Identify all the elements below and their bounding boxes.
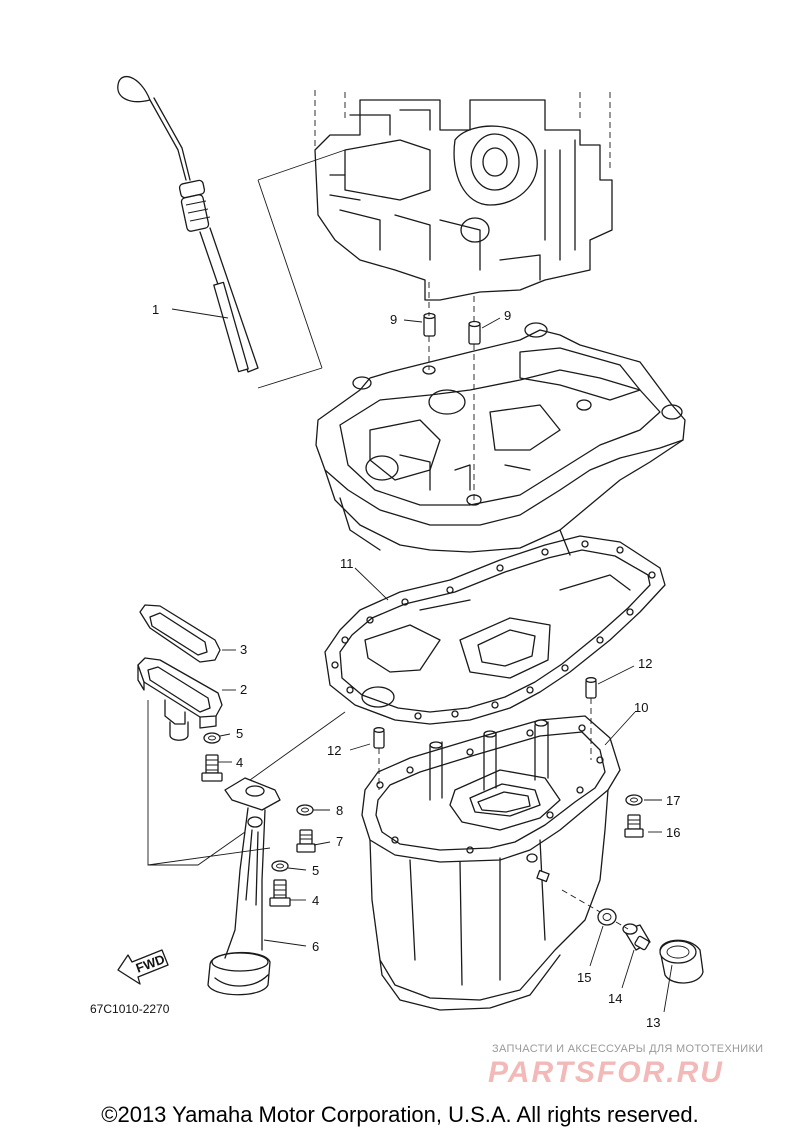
callout-16: 16 [666,825,680,840]
callout-6: 6 [312,939,319,954]
oil-strainer [207,777,281,996]
watermark-tagline: ЗАПЧАСТИ И АКСЕССУАРЫ ДЛЯ МОТОТЕХНИКИ [492,1043,764,1055]
oil-pan [361,715,621,1011]
oil-pan-gasket [324,535,666,725]
callout-9a: 9 [390,312,397,327]
callout-14: 14 [608,991,622,1006]
callout-5b: 5 [312,863,319,878]
callout-8: 8 [336,803,343,818]
strainer-reference [249,711,346,781]
callout-15: 15 [577,970,591,985]
dowel-pins [423,282,481,500]
dipstick [117,75,259,373]
callout-13: 13 [646,1015,660,1030]
callout-7: 7 [336,834,343,849]
reference-lines [257,149,346,389]
callout-12b: 12 [327,743,341,758]
callout-1: 1 [152,302,159,317]
diagram-part-code: 67C1010-2270 [90,1002,170,1016]
copyright-notice: ©2013 Yamaha Motor Corporation, U.S.A. A… [101,1102,699,1127]
callout-9b: 9 [504,308,511,323]
assembly-reference [147,700,271,866]
drain-parts [561,889,704,984]
callout-2: 2 [240,682,247,697]
callout-11: 11 [340,556,354,571]
callouts: 1 2 3 4 4 5 5 6 7 8 9 9 10 11 12 12 13 [152,302,680,1030]
washers-and-bolts [201,732,644,907]
callout-3: 3 [240,642,247,657]
callout-17: 17 [666,793,680,808]
callout-10: 10 [634,700,648,715]
oil-strainer-cover [137,604,223,741]
dowel-pins-12 [373,677,597,790]
watermark-logo: PARTSFOR.RU [488,1056,724,1089]
callout-4a: 4 [236,755,243,770]
callout-12a: 12 [638,656,652,671]
engine-block [314,90,613,301]
callout-5a: 5 [236,726,243,741]
callout-4b: 4 [312,893,319,908]
fwd-arrow-icon: FWD [117,949,169,985]
exhaust-guide-plate [315,322,686,556]
